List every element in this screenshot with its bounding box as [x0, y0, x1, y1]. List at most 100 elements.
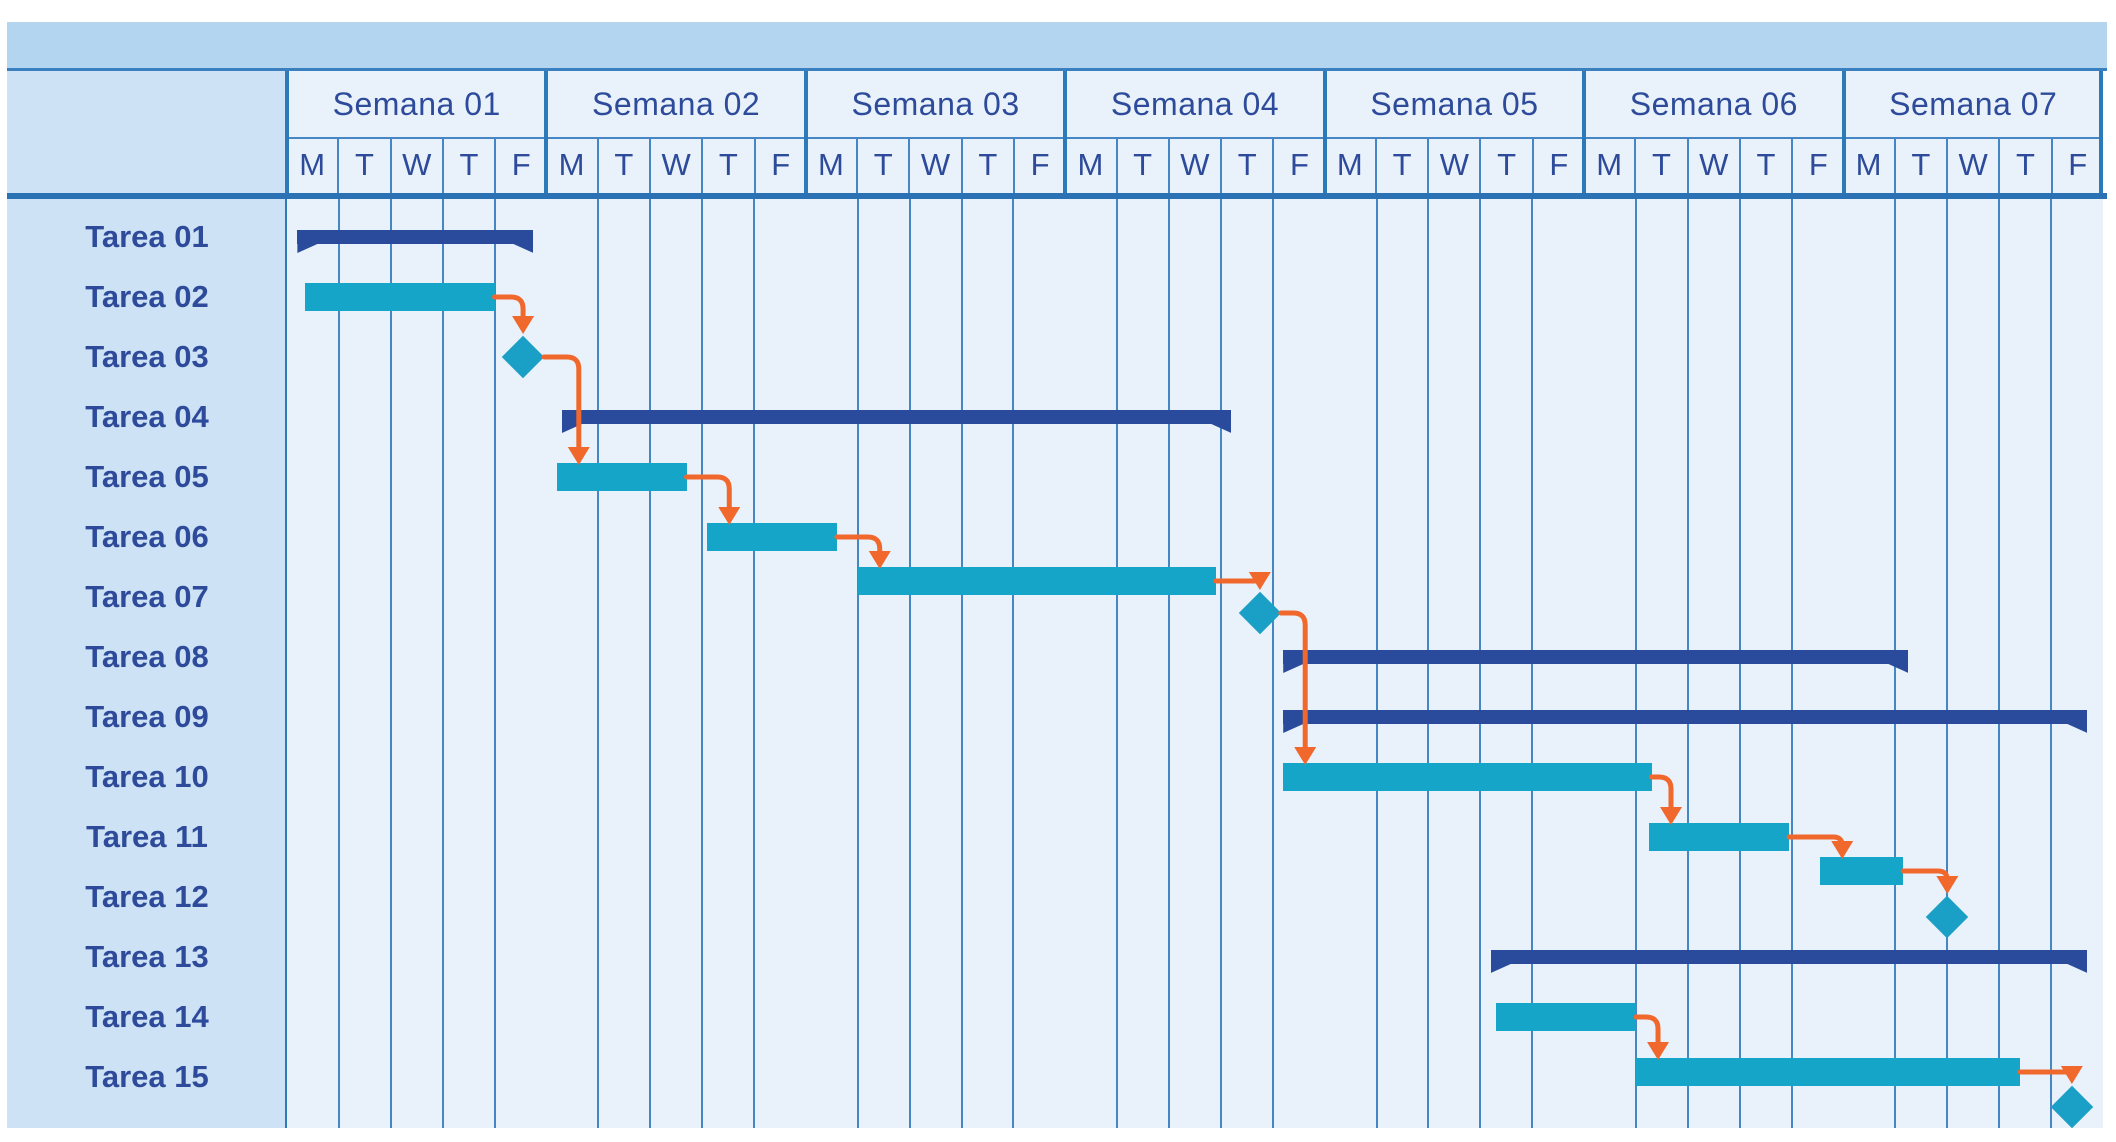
milestone-diamond [1238, 591, 1282, 635]
grid-line-day [856, 199, 859, 1128]
task-label: Tarea 10 [85, 759, 209, 794]
grid-line-day [1998, 199, 2001, 1128]
grid-line-day [701, 199, 704, 1128]
summary-bar [1283, 650, 1909, 673]
day-header-cell: M [1596, 147, 1623, 182]
grid-line-day [1219, 199, 1222, 1128]
task-label: Tarea 02 [85, 279, 209, 314]
day-header-cell: T [1738, 137, 1791, 193]
day-header-cell: T [1374, 137, 1427, 193]
day-header-cell: F [2050, 137, 2103, 193]
task-label: Tarea 06 [85, 519, 209, 554]
milestone-diamond [2050, 1085, 2094, 1129]
task-label: Tarea 09 [85, 699, 209, 734]
day-header-cell: T [441, 137, 494, 193]
dependency-arrow-line [541, 354, 582, 452]
day-header-cell: T [1220, 137, 1272, 193]
day-header-cell: F [1791, 137, 1843, 193]
summary-bar-end-cap [1490, 964, 1511, 973]
task-label: Tarea 12 [85, 879, 209, 914]
day-header-cell: M [299, 147, 326, 182]
grid-line-day [597, 199, 600, 1128]
grid-line-day [441, 199, 444, 1128]
grid-line-day [337, 199, 340, 1128]
day-header-cell: M [1336, 147, 1363, 182]
summary-bar-end-cap [1283, 664, 1304, 673]
summary-bar-end-cap [513, 244, 534, 253]
task-label: Tarea 05 [85, 459, 209, 494]
task-label: Tarea 08 [85, 639, 209, 674]
task-label: Tarea 11 [86, 819, 208, 854]
grid-line-day [752, 199, 755, 1128]
grid-line-day [493, 199, 496, 1128]
task-bar [1649, 823, 1790, 851]
day-header-cell: M [1855, 147, 1882, 182]
week-header-cell: Semana 04 [1110, 85, 1280, 122]
top-band [7, 22, 2107, 68]
summary-bar-end-cap [297, 244, 318, 253]
day-header-cell: W [648, 137, 701, 193]
week-header-cell: Semana 03 [851, 85, 1020, 122]
day-header-cell: W [1946, 137, 1998, 193]
dependency-arrow-head [2060, 1066, 2083, 1084]
day-header-cell: F [753, 137, 806, 193]
task-bar [1820, 857, 1904, 885]
dependency-arrow-head [512, 316, 535, 334]
week-header-cell: Semana 02 [592, 85, 761, 122]
dependency-arrow-line [1649, 774, 1674, 812]
day-header-cell: W [1167, 137, 1220, 193]
task-label: Tarea 03 [85, 339, 209, 374]
task-label: Tarea 07 [85, 579, 209, 614]
milestone-diamond [501, 335, 545, 379]
grid-line-day [908, 199, 911, 1128]
summary-bar-end-cap [561, 424, 582, 433]
summary-bar-end-cap [2067, 724, 2088, 733]
day-header-cell: F [1272, 137, 1324, 193]
dependency-arrow-line [492, 294, 526, 321]
header-bottom-rule [7, 193, 2107, 199]
task-label: Tarea 15 [85, 1059, 209, 1094]
task-label: Tarea 01 [85, 219, 209, 254]
grid-line-day [1946, 199, 1949, 1128]
day-header-cell: F [494, 137, 546, 193]
week-header-cell: Semana 01 [332, 85, 501, 122]
task-bar [556, 463, 687, 491]
task-bar [707, 523, 837, 551]
grid-line-day [960, 199, 963, 1128]
day-header-cell: T [960, 137, 1013, 193]
day-header-cell: W [908, 137, 960, 193]
summary-bar [561, 410, 1232, 433]
grid-line-day [389, 199, 392, 1128]
day-header-cell: F [1531, 137, 1584, 193]
day-header-cell: T [1893, 137, 1946, 193]
summary-bar-end-cap [1888, 664, 1909, 673]
task-label: Tarea 13 [85, 939, 209, 974]
task-label: Tarea 14 [85, 999, 209, 1034]
day-row-rule [287, 137, 2103, 139]
grid-line-day [2050, 199, 2053, 1128]
milestone-diamond [1926, 895, 1969, 939]
grid-line-day [1271, 199, 1274, 1128]
task-bar [1495, 1003, 1636, 1031]
day-header-cell: T [701, 137, 753, 193]
task-bar [1636, 1058, 2020, 1086]
grid-line-day [1012, 199, 1015, 1128]
dependency-arrow-line [684, 474, 732, 512]
day-header-cell: M [1077, 147, 1104, 182]
task-label: Tarea 04 [85, 399, 209, 434]
task-bar [305, 283, 495, 311]
task-bar [857, 567, 1216, 595]
dependency-arrow-line [1213, 578, 1263, 588]
summary-bar-end-cap [1211, 424, 1232, 433]
summary-bar-end-cap [2067, 964, 2088, 973]
plot-area [287, 199, 2103, 1129]
grid-line-day [1116, 199, 1119, 1128]
day-header-cell: T [1634, 137, 1686, 193]
dependency-arrow-line [1633, 1014, 1661, 1047]
day-header-cell: T [1115, 137, 1168, 193]
day-header-cell: W [1427, 137, 1479, 193]
day-header-cell: T [1998, 137, 2050, 193]
day-header-cell: T [337, 137, 389, 193]
